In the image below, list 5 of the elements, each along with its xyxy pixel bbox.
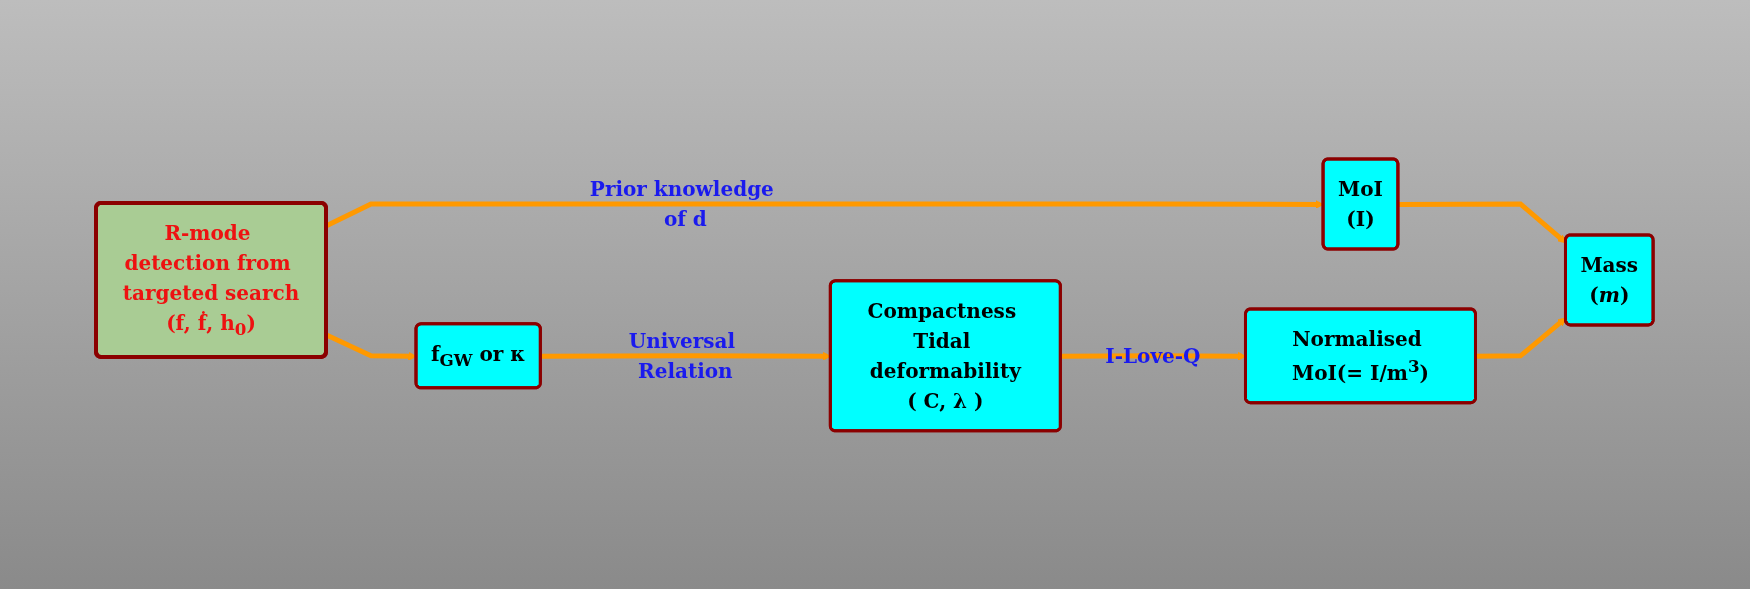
arrow: [1398, 201, 1567, 243]
edge-label: Prior knowledge of d: [590, 176, 775, 231]
edge-label: I-Love-Q: [1105, 343, 1201, 368]
edge-label: Universal Relation: [629, 328, 736, 383]
arrow: [1476, 317, 1567, 359]
